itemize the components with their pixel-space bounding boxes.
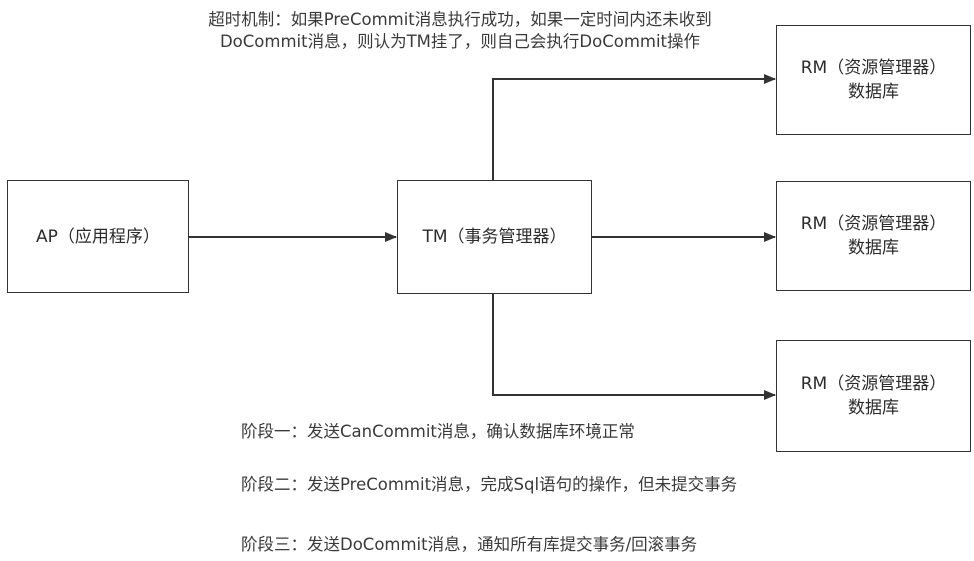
timeout-note-line2: DoCommit消息，则认为TM挂了，则自己会执行DoCommit操作 (219, 32, 701, 51)
rm-node-middle: RM（资源管理器） 数据库 (776, 181, 971, 291)
timeout-note-line1: 超时机制：如果PreCommit消息执行成功，如果一定时间内还未收到 (208, 10, 712, 29)
phase-two-text: 阶段二：发送PreCommit消息，完成Sql语句的操作，但未提交事务 (241, 475, 738, 494)
rm-node-title: RM（资源管理器） (800, 374, 947, 394)
ap-node-label: AP（应用程序） (36, 226, 160, 247)
ap-node: AP（应用程序） (7, 180, 189, 293)
phase-three-text: 阶段三：发送DoCommit消息，通知所有库提交事务/回滚事务 (241, 535, 698, 554)
tm-node-label: TM（事务管理器） (422, 227, 567, 247)
rm-node-title: RM（资源管理器） (800, 58, 947, 78)
arrow-tm-to-rm-top (492, 74, 776, 180)
rm-node-subtitle: 数据库 (847, 398, 899, 418)
rm-node-subtitle: 数据库 (847, 82, 899, 102)
phase-one-text: 阶段一：发送CanCommit消息，确认数据库环境正常 (241, 422, 635, 441)
rm-node-top: RM（资源管理器） 数据库 (776, 25, 971, 135)
tm-node: TM（事务管理器） (397, 180, 592, 294)
arrow-tm-to-rm-bottom (492, 294, 776, 400)
rm-node-bottom: RM（资源管理器） 数据库 (776, 340, 971, 452)
timeout-note: 超时机制：如果PreCommit消息执行成功，如果一定时间内还未收到 DoCom… (170, 9, 750, 53)
rm-node-subtitle: 数据库 (847, 238, 899, 258)
rm-node-title: RM（资源管理器） (800, 214, 947, 234)
